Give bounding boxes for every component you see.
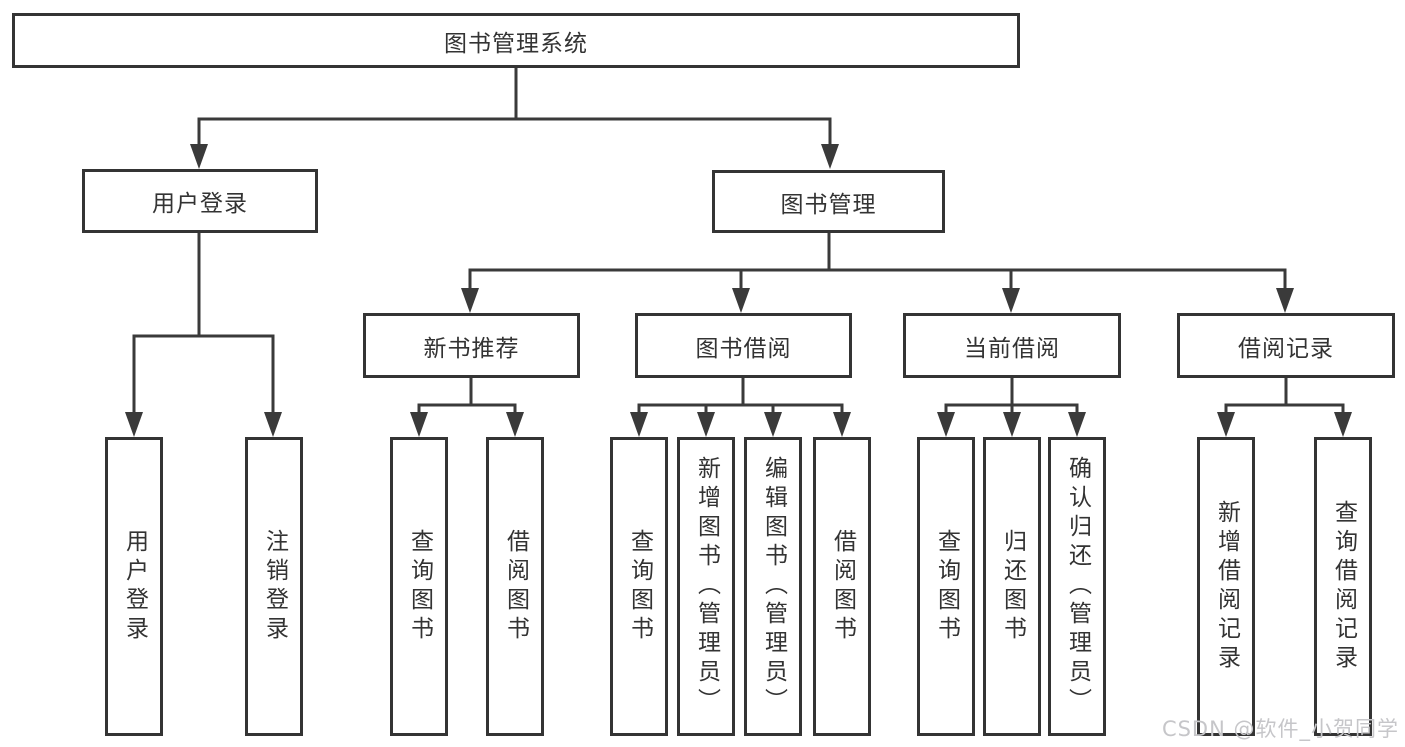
arrowhead-icon (461, 288, 479, 313)
node-borrow-books-under-recommendation: 借阅图书 (486, 437, 544, 736)
connector-new-rec-split (410, 378, 524, 437)
node-new-book-recommendation: 新书推荐 (363, 313, 580, 378)
arrowhead-icon (937, 412, 955, 437)
watermark: CSDN @软件_小贺同学 (1161, 717, 1399, 741)
node-book-management: 图书管理 (712, 170, 945, 233)
arrowhead-icon (125, 412, 143, 437)
connector-records-split (1217, 378, 1352, 437)
connector-borrowing-split (630, 378, 851, 437)
arrowhead-icon (1068, 412, 1086, 437)
arrowhead-icon (1217, 412, 1235, 437)
node-current-borrowing: 当前借阅 (903, 313, 1121, 378)
node-logout: 注销登录 (245, 437, 303, 736)
node-book-borrowing: 图书借阅 (635, 313, 852, 378)
node-borrow-books-under-borrowing: 借阅图书 (813, 437, 871, 736)
arrowhead-icon (764, 412, 782, 437)
arrowhead-icon (1334, 412, 1352, 437)
arrowhead-icon (833, 412, 851, 437)
node-query-books-under-recommendation: 查询图书 (390, 437, 448, 736)
node-query-borrowing-record: 查询借阅记录 (1314, 437, 1372, 736)
arrowhead-icon (1002, 288, 1020, 313)
node-edit-books-admin: 编辑图书（管理员） (744, 437, 802, 736)
node-confirm-return-admin: 确认归还（管理员） (1048, 437, 1106, 736)
connector-book-mgmt-split (461, 233, 1294, 313)
node-return-books: 归还图书 (983, 437, 1041, 736)
arrowhead-icon (410, 412, 428, 437)
arrowhead-icon (506, 412, 524, 437)
arrowhead-icon (732, 288, 750, 313)
arrowhead-icon (630, 412, 648, 437)
arrowhead-icon (821, 144, 839, 169)
arrowhead-icon (1003, 412, 1021, 437)
connector-root-split (190, 68, 839, 169)
node-query-books-under-borrowing: 查询图书 (610, 437, 668, 736)
node-login: 用户登录 (105, 437, 163, 736)
node-query-books-under-current: 查询图书 (917, 437, 975, 736)
node-borrowing-records: 借阅记录 (1177, 313, 1395, 378)
arrowhead-icon (190, 144, 208, 169)
arrowhead-icon (1276, 288, 1294, 313)
node-user-login: 用户登录 (82, 169, 318, 233)
arrowhead-icon (264, 412, 282, 437)
node-add-books-admin: 新增图书（管理员） (677, 437, 735, 736)
node-library-management-system: 图书管理系统 (12, 13, 1020, 68)
connector-current-split (937, 378, 1086, 437)
connector-user-login-split (125, 233, 282, 437)
arrowhead-icon (697, 412, 715, 437)
node-add-borrowing-record: 新增借阅记录 (1197, 437, 1255, 736)
